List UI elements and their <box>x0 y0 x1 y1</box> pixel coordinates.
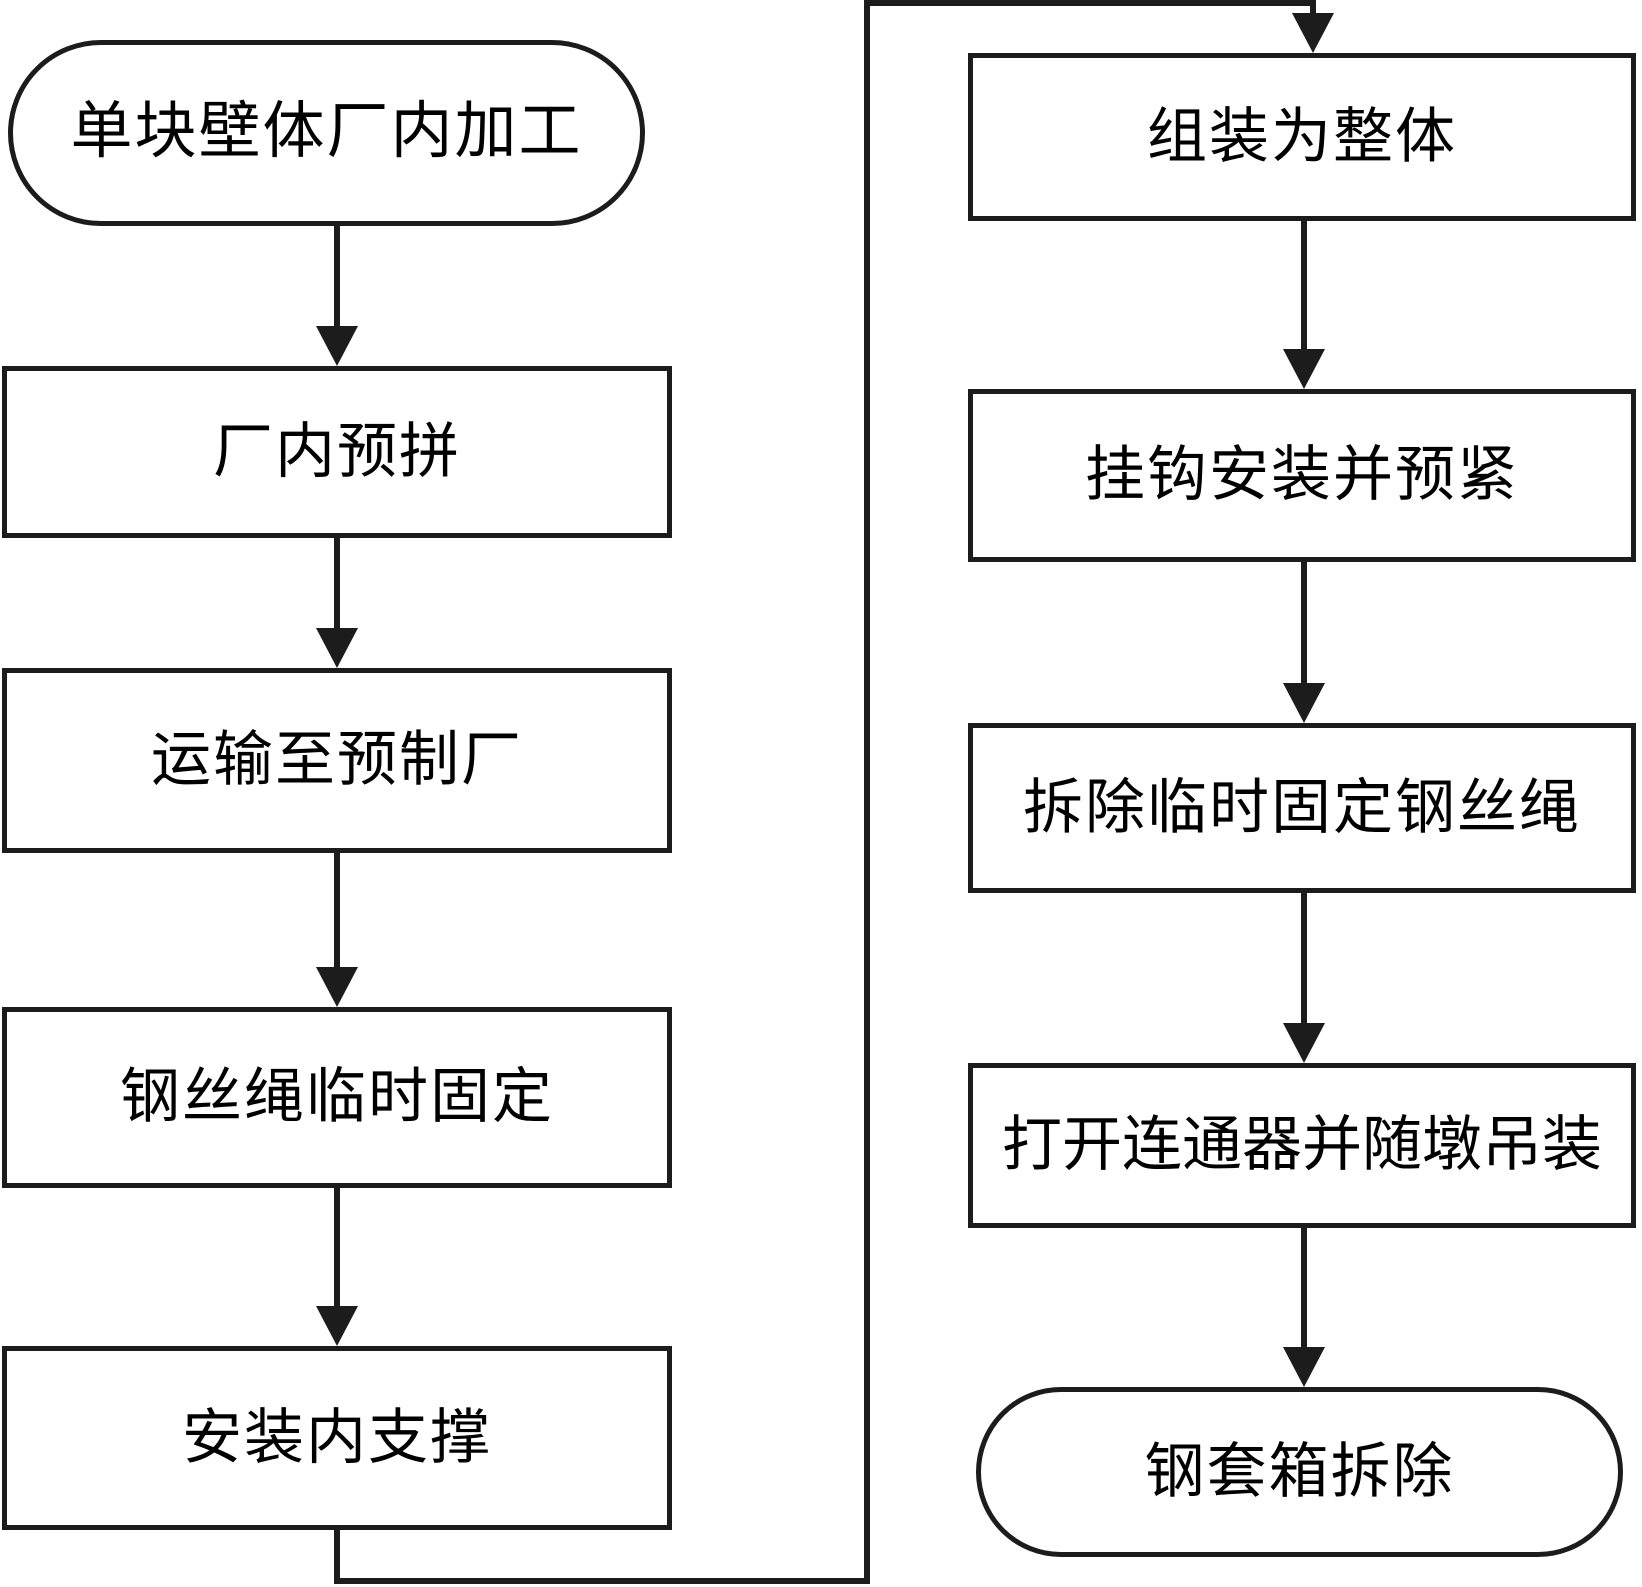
node-label: 拆除临时固定钢丝绳 <box>1023 774 1581 841</box>
node-process: 打开连通器并随墩吊装 <box>968 1063 1636 1228</box>
node-process: 拆除临时固定钢丝绳 <box>968 723 1636 893</box>
node-process: 组装为整体 <box>968 53 1636 221</box>
node-label: 钢丝绳临时固定 <box>120 1064 554 1130</box>
node-label: 厂内预拼 <box>213 418 461 485</box>
node-process: 运输至预制厂 <box>2 668 672 853</box>
node-process: 钢丝绳临时固定 <box>2 1007 672 1188</box>
left-column-arrows <box>316 225 358 1346</box>
node-label: 挂钩安装并预紧 <box>1085 442 1519 508</box>
node-label: 单块壁体厂内加工 <box>70 98 583 167</box>
node-process: 安装内支撑 <box>2 1346 672 1530</box>
node-label: 组装为整体 <box>1147 103 1457 170</box>
node-label: 钢套箱拆除 <box>1144 1438 1455 1505</box>
cross-column-connector <box>334 0 1334 1584</box>
node-label: 打开连通器并随墩吊装 <box>1002 1112 1602 1178</box>
node-end-terminator: 钢套箱拆除 <box>976 1387 1623 1557</box>
node-process: 挂钩安装并预紧 <box>968 389 1636 562</box>
node-process: 厂内预拼 <box>2 366 672 538</box>
node-start-terminator: 单块壁体厂内加工 <box>8 40 645 226</box>
right-column-arrows <box>1283 221 1325 1387</box>
node-label: 安装内支撑 <box>182 1404 492 1471</box>
node-label: 运输至预制厂 <box>151 727 523 793</box>
